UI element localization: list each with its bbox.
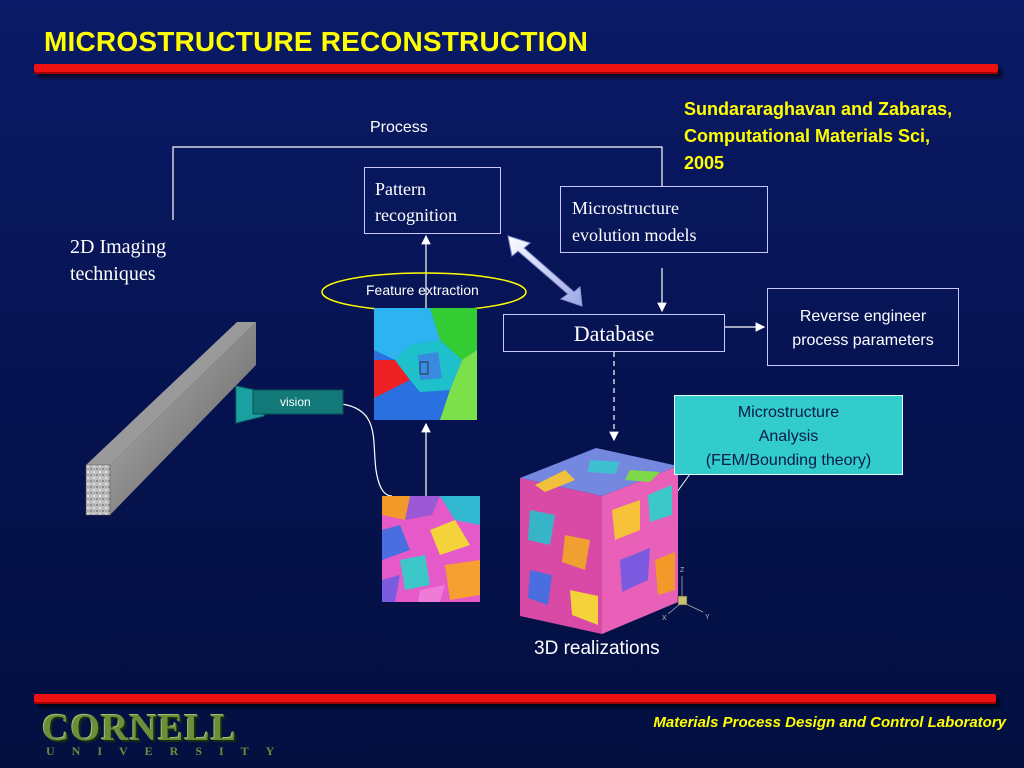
imaging-techniques-label: 2D Imaging techniques — [70, 234, 166, 288]
lab-name: Materials Process Design and Control Lab… — [653, 714, 1006, 731]
vision-label: vision — [280, 395, 311, 409]
camera-lens-icon — [235, 385, 344, 424]
page-title: MICROSTRUCTURE RECONSTRUCTION — [44, 26, 589, 57]
realization-cube-image — [520, 448, 704, 634]
database-label: Database — [573, 321, 655, 346]
citation-line: Sundararaghavan and Zabaras, — [684, 99, 953, 119]
cornell-logo-subtitle: UNIVERSITY — [46, 744, 292, 758]
pattern-recognition-box: Pattern recognition — [364, 167, 501, 234]
process-bracket-line — [172, 146, 663, 220]
database-box: Database — [503, 314, 725, 352]
reverse-engineer-box: Reverse engineer process parameters — [767, 288, 959, 366]
evolution-line: Microstructure — [572, 198, 679, 218]
analysis-line: (FEM/Bounding theory) — [705, 452, 872, 469]
citation-line: 2005 — [684, 153, 725, 173]
specimen-bar-icon — [85, 322, 256, 516]
citation: Sundararaghavan and Zabaras, Computation… — [684, 96, 1024, 177]
footer-divider — [34, 694, 996, 704]
double-arrow-icon — [507, 235, 583, 307]
reverse-line: process parameters — [792, 332, 934, 349]
realizations-label: 3D realizations — [534, 638, 660, 659]
title-divider — [34, 64, 998, 74]
analysis-line: Analysis — [758, 428, 819, 445]
analysis-line: Microstructure — [737, 404, 840, 421]
axis-y-label: Y — [705, 614, 710, 621]
imaging-line: techniques — [70, 263, 156, 285]
pattern-line: Pattern — [375, 179, 426, 199]
process-label: Process — [370, 119, 428, 136]
axis-z-label: Z — [680, 567, 685, 574]
evolution-line: evolution models — [572, 225, 697, 245]
segmented-grain-image — [374, 308, 477, 420]
cornell-logo: CORNELL — [42, 707, 237, 749]
vision-connector-curve — [341, 403, 393, 497]
pattern-line: recognition — [375, 205, 457, 225]
feature-extraction-label: Feature extraction — [366, 282, 479, 298]
reverse-line: Reverse engineer — [799, 308, 927, 325]
microstructure-analysis-box: Microstructure Analysis (FEM/Bounding th… — [674, 395, 903, 475]
evolution-models-box: Microstructure evolution models — [560, 186, 768, 253]
imaging-line: 2D Imaging — [70, 236, 167, 258]
citation-line: Computational Materials Sci, — [684, 126, 931, 146]
axis-x-label: X — [662, 615, 667, 622]
micrograph-image — [382, 496, 480, 602]
